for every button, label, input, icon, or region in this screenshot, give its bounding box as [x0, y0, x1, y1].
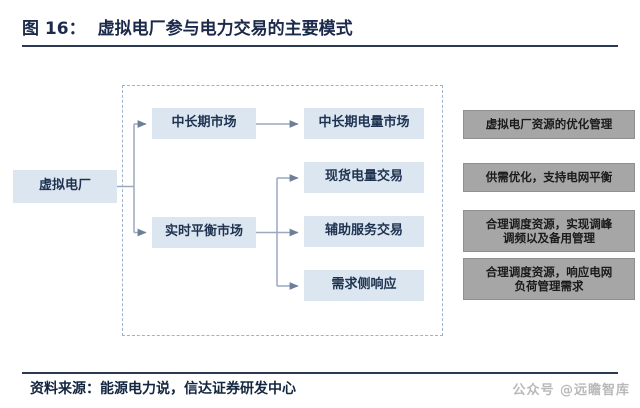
node-peak-frequency-reserve[interactable]: 合理调度资源，实现调峰 调频以及备用管理 — [463, 210, 635, 252]
node-demand-side-response[interactable]: 需求侧响应 — [304, 270, 424, 301]
watermark: 公众号 @远瞻智库 — [512, 383, 630, 398]
header-divider — [22, 45, 618, 47]
source-note: 资料来源：能源电力说，信达证券研发中心 — [30, 381, 296, 397]
node-grid-load-response[interactable]: 合理调度资源，响应电网 负荷管理需求 — [463, 258, 635, 300]
node-ancillary-service-trading[interactable]: 辅助服务交易 — [304, 216, 424, 247]
node-spot-energy-trading[interactable]: 现货电量交易 — [304, 162, 424, 193]
footer-divider — [22, 372, 618, 374]
page-title: 虚拟电厂参与电力交易的主要模式 — [97, 18, 353, 39]
node-virtual-power-plant[interactable]: 虚拟电厂 — [13, 170, 117, 203]
figure-header: 图 16： 虚拟电厂参与电力交易的主要模式 — [22, 11, 622, 41]
figure-number: 图 16： — [22, 18, 86, 39]
market-group-boundary — [122, 85, 443, 336]
node-mid-long-market[interactable]: 中长期市场 — [152, 108, 256, 139]
node-mid-long-energy-market[interactable]: 中长期电量市场 — [304, 108, 424, 139]
node-vpp-resource-optimization[interactable]: 虚拟电厂资源的优化管理 — [463, 110, 635, 139]
node-real-time-balancing-market[interactable]: 实时平衡市场 — [152, 217, 256, 248]
node-supply-demand-optimization[interactable]: 供需优化，支持电网平衡 — [463, 163, 635, 192]
